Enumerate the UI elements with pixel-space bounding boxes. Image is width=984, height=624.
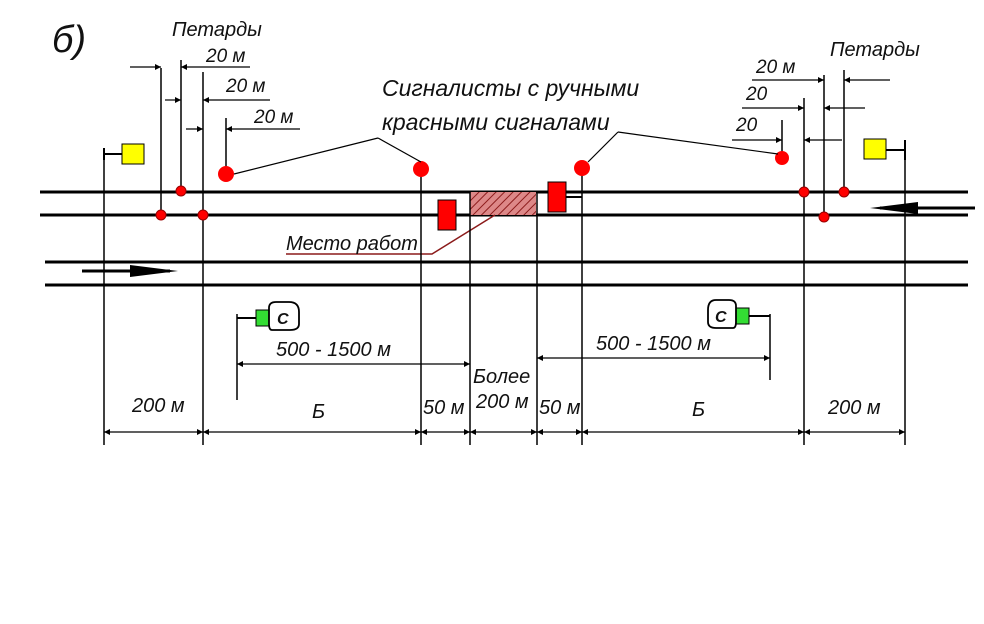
arrow-left-icon bbox=[870, 202, 918, 214]
sign-c-icon bbox=[707, 299, 737, 329]
seg-200-left: 200 м bbox=[131, 395, 185, 417]
seg-more-line2: 200 м bbox=[475, 391, 529, 413]
signalmen-label-line2: красными сигналами bbox=[382, 109, 610, 135]
signal-left bbox=[103, 143, 145, 165]
petard-icon bbox=[155, 209, 167, 221]
petard-spacing-right-lines bbox=[732, 77, 890, 143]
seg-b-right: Б bbox=[692, 399, 705, 421]
petard-spacing-left-1: 20 м bbox=[205, 46, 245, 67]
signalmen-label-line1: Сигналисты с ручными bbox=[382, 75, 639, 101]
seg-50-right: 50 м bbox=[539, 397, 581, 419]
seg-b-left: Б bbox=[312, 401, 325, 423]
petard-spacing-left-2: 20 м bbox=[225, 76, 265, 97]
signal-right bbox=[863, 138, 906, 160]
petards bbox=[155, 185, 850, 223]
red-stop-signal-icon bbox=[547, 181, 567, 213]
signalmen-leaders bbox=[233, 131, 779, 175]
signalman-icon bbox=[775, 151, 789, 165]
petard-icon bbox=[197, 209, 209, 221]
sign-c-letter: С bbox=[277, 311, 289, 328]
stop-signal-right bbox=[547, 181, 582, 213]
signalman-icon bbox=[574, 160, 590, 176]
petard-icon bbox=[798, 186, 810, 198]
work-site-leader bbox=[286, 214, 496, 255]
figure-label: б) bbox=[52, 19, 86, 61]
yellow-signal-icon bbox=[121, 143, 145, 165]
sign-distance-left: 500 - 1500 м bbox=[276, 339, 391, 361]
petard-icon bbox=[838, 186, 850, 198]
seg-200-right: 200 м bbox=[827, 397, 881, 419]
petard-spacing-right-3: 20 bbox=[735, 115, 758, 136]
sign-c-left: С bbox=[237, 301, 300, 331]
petard-spacing-left-3: 20 м bbox=[253, 107, 293, 128]
red-stop-signal-icon bbox=[437, 199, 457, 231]
petard-spacing-right-1: 20 м bbox=[755, 57, 795, 78]
direction-arrows bbox=[82, 202, 975, 277]
work-site-label: Место работ bbox=[286, 233, 418, 255]
seg-50-left: 50 м bbox=[423, 397, 465, 419]
sign-c-icon bbox=[268, 301, 300, 331]
seg-more-line1: Более bbox=[473, 366, 530, 388]
petards-label-left: Петарды bbox=[172, 19, 262, 41]
signalman-icon bbox=[413, 161, 429, 177]
petards-label-right: Петарды bbox=[830, 39, 920, 61]
yellow-signal-icon bbox=[863, 138, 887, 160]
sign-c-letter: С bbox=[715, 309, 727, 326]
sign-distance-right: 500 - 1500 м bbox=[596, 333, 711, 355]
signalman-icon bbox=[218, 166, 234, 182]
petard-spacing-right-2: 20 bbox=[745, 84, 768, 105]
arrow-right-icon bbox=[130, 265, 178, 277]
petard-icon bbox=[818, 211, 830, 223]
work-site-area bbox=[470, 192, 536, 215]
petard-icon bbox=[175, 185, 187, 197]
signalmen bbox=[218, 151, 789, 182]
sign-c-right: С bbox=[707, 299, 770, 329]
petard-spacing-left-lines bbox=[130, 64, 300, 132]
stop-signal-left bbox=[421, 199, 457, 231]
